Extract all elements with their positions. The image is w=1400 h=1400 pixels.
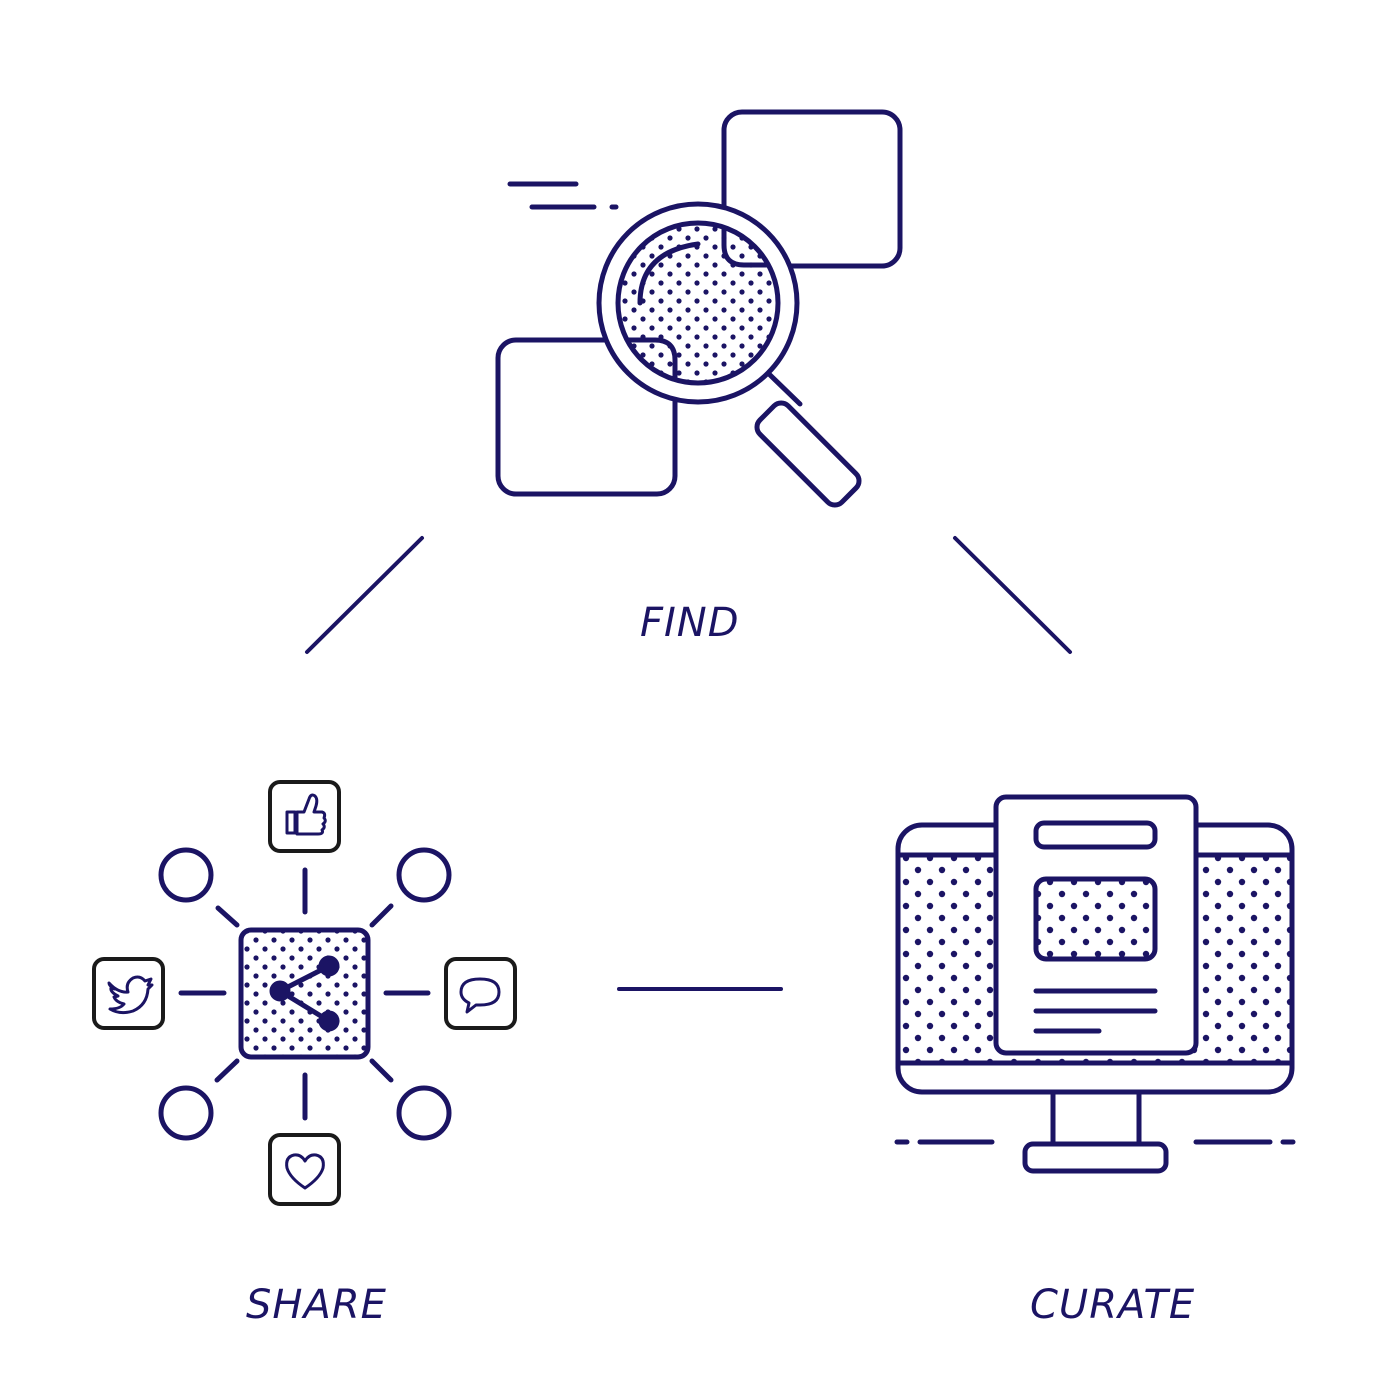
monitor-neck [1050,1089,1142,1149]
share-center-box [238,927,371,1060]
find-label: FIND [640,600,740,646]
share-network-icon [158,847,452,1141]
magnifying-glass-icon [495,109,903,508]
card-image [1033,876,1158,962]
top-card [721,109,903,269]
node-circle [396,1085,452,1141]
desktop-monitor-icon [894,794,1296,1174]
heart-icon [268,1133,341,1206]
share-label: SHARE [246,1282,387,1328]
curate-label: CURATE [1030,1282,1196,1328]
twitter-bird-icon [92,957,165,1030]
node-circle [158,847,214,903]
connector-find-curate [953,536,1072,654]
monitor-base [1022,1141,1169,1174]
card-title-bar [1033,820,1158,850]
node-circle [158,1085,214,1141]
social-icon-boxes [92,780,517,1206]
connector-lines [305,536,1072,991]
connector-find-share [305,536,424,654]
node-circle [396,847,452,903]
thumbs-up-icon [268,780,341,853]
speech-bubble-icon [444,957,517,1030]
